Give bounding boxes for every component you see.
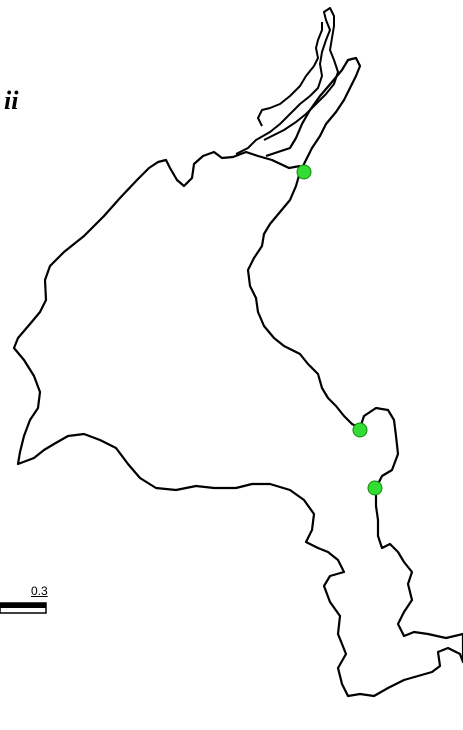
watershed-boundary — [12, 56, 463, 698]
scale-label: 0.3 — [31, 584, 48, 598]
sample-site-marker — [367, 480, 383, 496]
sample-site-marker — [296, 164, 312, 180]
river-outline — [257, 22, 323, 127]
sample-site-marker — [352, 422, 368, 438]
scale-bar — [0, 602, 47, 614]
river-outline — [235, 7, 339, 155]
panel-label: ii — [4, 86, 19, 115]
